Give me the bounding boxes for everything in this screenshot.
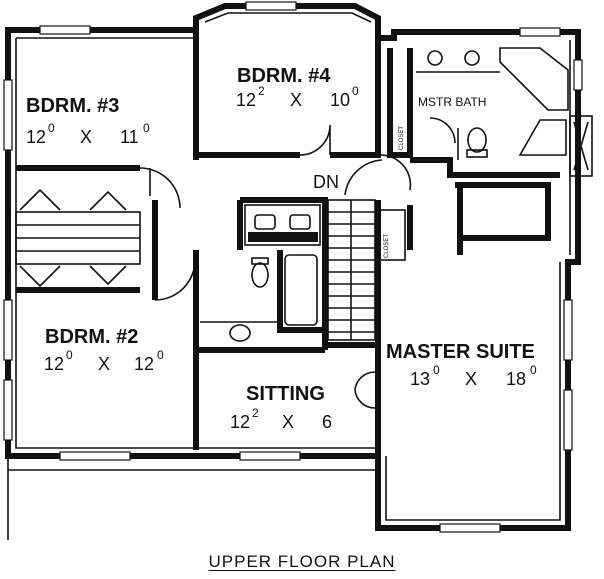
bdrm3-h: 11 — [120, 127, 139, 147]
bdrm3-wsup: 0 — [48, 121, 55, 135]
bdrm2-w: 12 — [44, 354, 64, 374]
stair-label: DN — [313, 172, 339, 192]
sitting-x: X — [282, 412, 294, 432]
bdrm2-x: X — [98, 354, 110, 374]
sitting-name: SITTING — [246, 383, 325, 405]
sitting-h: 6 — [322, 412, 332, 432]
master-h: 18 — [506, 369, 526, 389]
exterior-walls — [5, 2, 581, 540]
hall-bath-fixtures — [200, 204, 321, 342]
master-name: MASTER SUITE — [386, 341, 535, 363]
bdrm2-h: 12 — [134, 354, 154, 374]
plan-title: UPPER FLOOR PLAN — [208, 552, 396, 571]
bdrm4-h: 10 — [330, 90, 350, 110]
bdrm2-name: BDRM. #2 — [45, 326, 138, 348]
windows — [3, 1, 593, 533]
master-x: X — [465, 369, 477, 389]
master-w: 13 — [410, 369, 430, 389]
master-bath-fixtures — [416, 47, 569, 160]
closets-right — [379, 48, 406, 261]
stairs — [327, 199, 376, 341]
bdrm4-x: X — [290, 90, 302, 110]
bdrm4-wsup: 2 — [258, 84, 265, 98]
bdrm3-hsup: 0 — [143, 121, 150, 135]
closet-label-bdrm4: CLOSET — [399, 126, 405, 150]
room-labels: BDRM. #3 12 0 X 11 0 BDRM. #4 12 2 X 10 … — [26, 65, 537, 432]
sitting-w: 12 — [230, 412, 250, 432]
mstr-bath-name: MSTR BATH — [418, 95, 486, 109]
bdrm4-w: 12 — [236, 90, 256, 110]
closet-label-stair: CLOSET — [384, 234, 390, 258]
bdrm2-wsup: 0 — [66, 348, 73, 362]
bdrm3-w: 12 — [26, 127, 46, 147]
master-wsup: 0 — [433, 363, 440, 377]
bdrm4-hsup: 0 — [352, 84, 359, 98]
bdrm4-name: BDRM. #4 — [237, 65, 331, 87]
sitting-wsup: 2 — [252, 406, 259, 420]
bdrm3-name: BDRM. #3 — [26, 95, 119, 117]
master-hsup: 0 — [530, 363, 537, 377]
bdrm2-hsup: 0 — [157, 348, 164, 362]
door-swings — [139, 117, 456, 409]
bdrm3-x: X — [80, 127, 92, 147]
interior-walls — [16, 30, 560, 460]
closets-left — [15, 188, 141, 288]
